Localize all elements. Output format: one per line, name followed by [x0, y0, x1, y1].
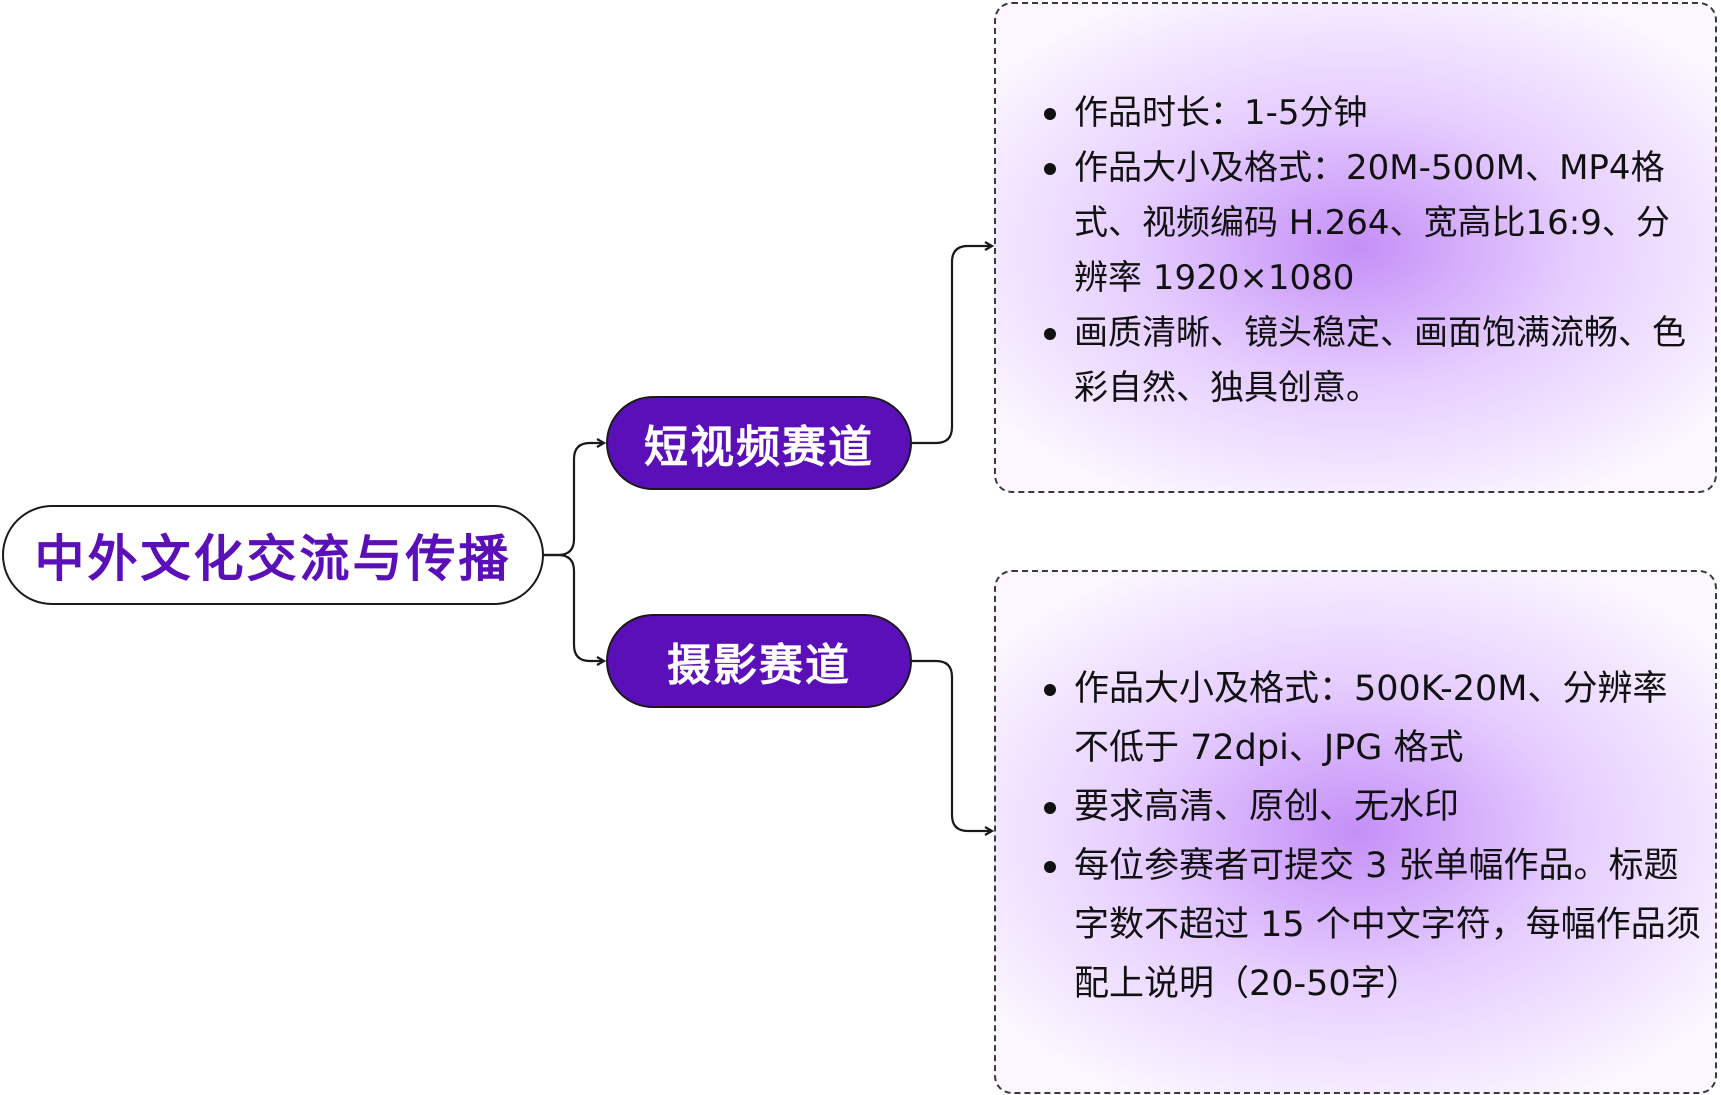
root-node: 中外文化交流与传播: [2, 505, 544, 605]
detail-text: 作品时长：1-5分钟: [1074, 93, 1368, 133]
branch-node-short-video: 短视频赛道: [606, 396, 912, 490]
branch-label-short-video: 短视频赛道: [644, 422, 874, 473]
bullet-dot-icon: [1044, 108, 1056, 120]
detail-text: 作品大小及格式：20M-500M、MP4格式、视频编码 H.264、宽高比16:…: [1074, 148, 1670, 298]
branch-node-photography: 摄影赛道: [606, 614, 912, 708]
detail-list-short-video: 作品时长：1-5分钟 作品大小及格式：20M-500M、MP4格式、视频编码 H…: [1044, 86, 1701, 416]
bullet-dot-icon: [1044, 861, 1056, 873]
connector-root-to-photo: [544, 553, 604, 661]
detail-text: 画质清晰、镜头稳定、画面饱满流畅、色彩自然、独具创意。: [1074, 313, 1686, 408]
bullet-dot-icon: [1044, 328, 1056, 340]
bullet-dot-icon: [1044, 163, 1056, 175]
root-label: 中外文化交流与传播: [34, 530, 512, 588]
branch-label-photography: 摄影赛道: [667, 640, 851, 691]
connector-root-to-video: [544, 443, 604, 557]
detail-item: 作品大小及格式：500K-20M、分辨率不低于 72dpi、JPG 格式: [1044, 660, 1701, 778]
detail-item: 作品大小及格式：20M-500M、MP4格式、视频编码 H.264、宽高比16:…: [1044, 141, 1701, 306]
connector-photo-to-details: [912, 659, 992, 831]
detail-text: 作品大小及格式：500K-20M、分辨率不低于 72dpi、JPG 格式: [1074, 669, 1668, 768]
detail-box-short-video: 作品时长：1-5分钟 作品大小及格式：20M-500M、MP4格式、视频编码 H…: [994, 2, 1717, 493]
detail-text: 要求高清、原创、无水印: [1074, 787, 1460, 827]
detail-item: 作品时长：1-5分钟: [1044, 86, 1701, 141]
detail-item: 要求高清、原创、无水印: [1044, 778, 1701, 837]
detail-item: 画质清晰、镜头稳定、画面饱满流畅、色彩自然、独具创意。: [1044, 306, 1701, 416]
detail-list-photography: 作品大小及格式：500K-20M、分辨率不低于 72dpi、JPG 格式 要求高…: [1044, 660, 1701, 1014]
detail-item: 每位参赛者可提交 3 张单幅作品。标题字数不超过 15 个中文字符，每幅作品须配…: [1044, 837, 1701, 1014]
bullet-dot-icon: [1044, 802, 1056, 814]
detail-box-photography: 作品大小及格式：500K-20M、分辨率不低于 72dpi、JPG 格式 要求高…: [994, 570, 1717, 1094]
detail-text: 每位参赛者可提交 3 张单幅作品。标题字数不超过 15 个中文字符，每幅作品须配…: [1074, 846, 1701, 1004]
bullet-dot-icon: [1044, 684, 1056, 696]
connector-video-to-details: [912, 246, 992, 445]
